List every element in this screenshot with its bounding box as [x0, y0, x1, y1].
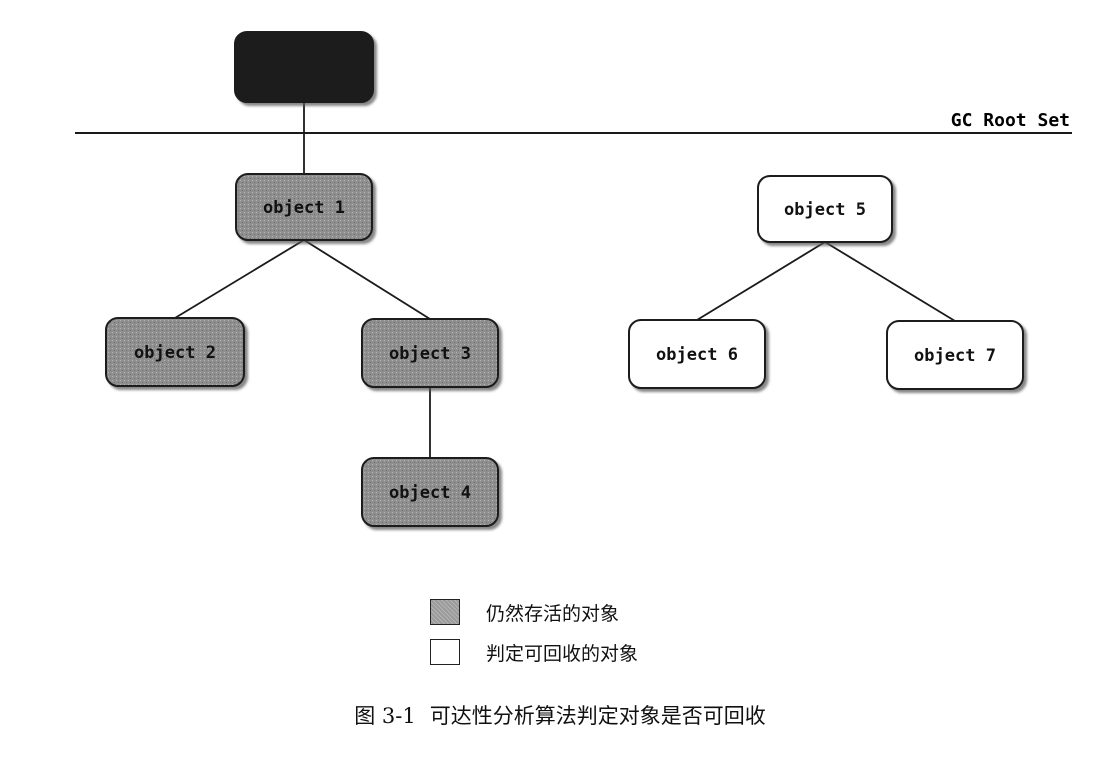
edge-obj1-obj2 [174, 239, 305, 319]
node-label-obj6: object 6 [656, 345, 738, 365]
node-box-obj1 [235, 173, 373, 241]
node-obj3: object 3 [361, 318, 499, 388]
caption-number: 图 3-1 [354, 704, 416, 728]
legend: 仍然存活的对象 判定可回收的对象 [430, 598, 638, 678]
node-obj7: object 7 [886, 320, 1024, 390]
nodes-layer: object 1 object 2 object 3 object 4 object 5… [105, 31, 1024, 527]
figure-caption: 图 3-1 可达性分析算法判定对象是否可回收 [0, 700, 1120, 730]
node-box-obj6 [628, 319, 766, 389]
edge-obj5-obj6 [696, 241, 826, 321]
node-obj6: object 6 [628, 319, 766, 389]
node-label-obj3: object 3 [389, 344, 471, 364]
node-box-root [234, 31, 374, 103]
node-box-obj5 [757, 175, 893, 243]
legend-row-alive: 仍然存活的对象 [430, 598, 638, 626]
edges-layer [174, 102, 956, 458]
legend-label-alive: 仍然存活的对象 [486, 602, 620, 625]
node-label-obj5: object 5 [784, 200, 866, 220]
node-obj5: object 5 [757, 175, 893, 243]
legend-swatch-alive [430, 599, 460, 625]
node-obj1: object 1 [235, 173, 373, 241]
node-root [234, 31, 374, 103]
edge-obj1-obj3 [303, 239, 431, 320]
root-set-label: GC Root Set [951, 110, 1070, 131]
legend-swatch-collectable [430, 639, 460, 665]
node-label-obj4: object 4 [389, 483, 471, 503]
legend-row-collectable: 判定可回收的对象 [430, 638, 638, 666]
node-box-obj2 [105, 317, 245, 387]
node-label-obj7: object 7 [914, 346, 996, 366]
caption-text: 可达性分析算法判定对象是否可回收 [429, 704, 766, 728]
node-label-obj1: object 1 [263, 198, 345, 218]
node-box-obj3 [361, 318, 499, 388]
edge-obj5-obj7 [824, 241, 956, 322]
node-obj2: object 2 [105, 317, 245, 387]
node-box-obj4 [361, 457, 499, 527]
node-label-obj2: object 2 [134, 343, 216, 363]
node-obj4: object 4 [361, 457, 499, 527]
node-box-obj7 [886, 320, 1024, 390]
legend-label-collectable: 判定可回收的对象 [486, 642, 639, 665]
